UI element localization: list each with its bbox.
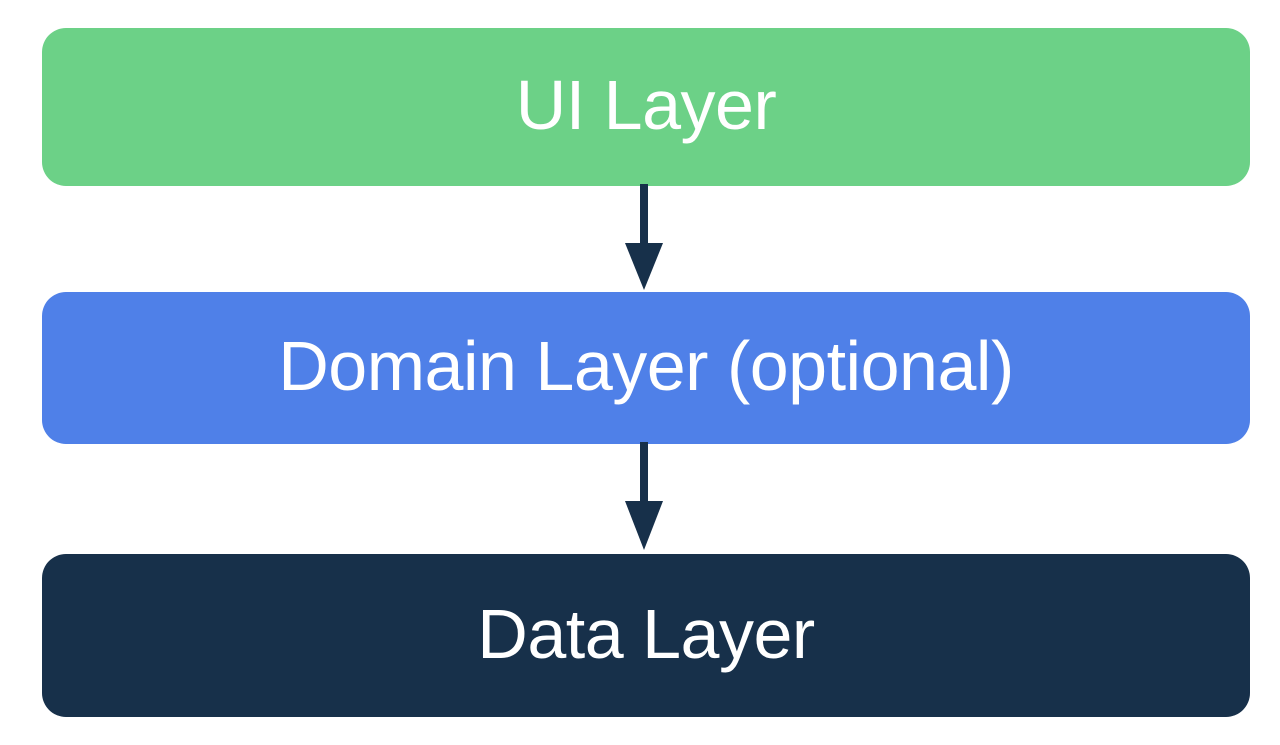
edge-ui-to-domain xyxy=(0,184,1280,292)
node-domain-layer[interactable]: Domain Layer (optional) xyxy=(42,292,1250,444)
edge-domain-to-data xyxy=(0,442,1280,556)
node-domain-layer-label: Domain Layer (optional) xyxy=(278,327,1014,405)
node-data-layer-label: Data Layer xyxy=(477,594,815,673)
arrow-down-icon xyxy=(625,442,663,550)
node-ui-layer[interactable]: UI Layer xyxy=(42,28,1250,186)
arrow-down-icon xyxy=(625,184,663,290)
node-ui-layer-label: UI Layer xyxy=(515,66,777,144)
node-data-layer[interactable]: Data Layer xyxy=(42,554,1250,717)
